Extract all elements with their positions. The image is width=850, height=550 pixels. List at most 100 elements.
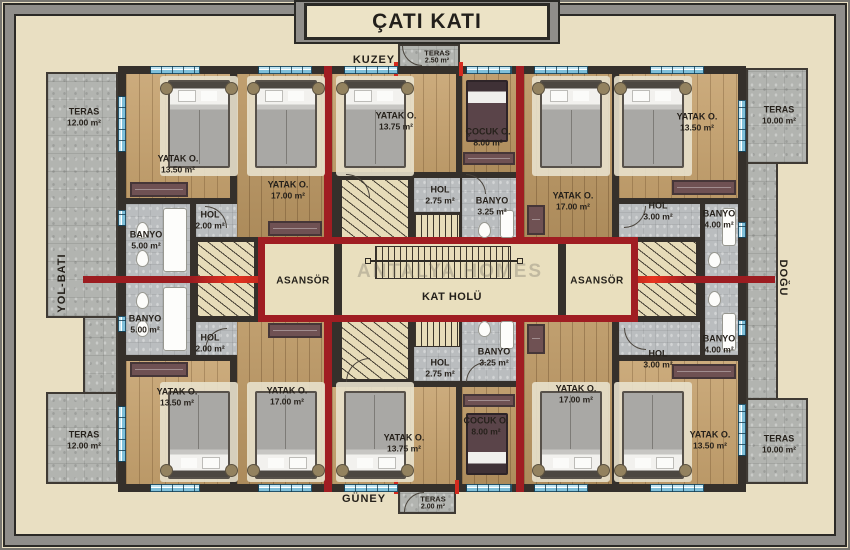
- room-floor-tc-hol: [414, 178, 460, 212]
- toilet: [708, 252, 721, 268]
- elevator-right-label: ASANSÖR: [570, 275, 624, 287]
- duplex-split-line-east: [634, 276, 775, 283]
- unit-divider-right-bottom: [516, 322, 524, 492]
- dresser: [463, 394, 515, 407]
- dresser: [268, 221, 322, 236]
- window-top-2: [258, 66, 312, 74]
- room-label-tl-bed2: YATAK O.17.00 m²: [267, 179, 309, 201]
- unit-divider-left-bottom: [324, 322, 332, 492]
- bidet: [136, 250, 149, 267]
- elevator-left-cab: [265, 244, 334, 315]
- window-bottom-4: [466, 484, 512, 492]
- unit-divider-right-top: [516, 66, 524, 237]
- room-label-tr-bed2: YATAK O.13.50 m²: [676, 111, 718, 133]
- room-floor-tl-hol: [196, 204, 237, 237]
- room-label-br-bed2: YATAK O.13.50 m²: [689, 429, 731, 451]
- dresser: [130, 362, 188, 377]
- toilet: [478, 321, 491, 337]
- window-bottom-1: [150, 484, 200, 492]
- window-top-5: [534, 66, 588, 74]
- toilet: [478, 222, 491, 238]
- room-label-bl-bed1: YATAK O.13.50 m²: [156, 386, 198, 408]
- window-top-3: [344, 66, 398, 74]
- duplex-split-line-west: [83, 276, 258, 283]
- window-right-4: [738, 404, 746, 456]
- shower: [163, 208, 187, 272]
- window-top-4: [466, 66, 512, 74]
- room-label-tl-bed1: YATAK O.13.50 m²: [157, 153, 199, 175]
- window-left-1: [118, 96, 126, 152]
- shower: [500, 321, 514, 349]
- room-label-br-bed1: YATAK O.17.00 m²: [555, 383, 597, 405]
- stairs-common: [375, 246, 511, 279]
- window-bottom-3: [344, 484, 398, 492]
- room-label-tr-bed1: YATAK O.17.00 m²: [552, 190, 594, 212]
- room-label-bc-bed: YATAK O.13.75 m²: [383, 432, 425, 454]
- window-bottom-6: [650, 484, 704, 492]
- bidet: [136, 292, 149, 309]
- room-label-bc-cocuk: ÇOCUK O.8.00 m²: [463, 415, 509, 437]
- watermark: ANTALYA HOMES: [356, 261, 544, 282]
- window-left-3: [118, 316, 126, 332]
- bed-tl-2: [247, 80, 325, 168]
- terrace-left-bottom: [46, 392, 118, 484]
- dresser: [672, 180, 736, 195]
- window-left-4: [118, 406, 126, 462]
- window-right-3: [738, 320, 746, 336]
- core-wall-right: [558, 244, 566, 315]
- red-tick-north-right: [459, 62, 463, 76]
- window-right-1: [738, 100, 746, 152]
- bed-tl-1: [160, 80, 238, 168]
- core-red-box: [258, 237, 638, 322]
- stairs-top-center-unit: [340, 178, 410, 240]
- unit-divider-left-top: [324, 66, 332, 237]
- shower: [722, 313, 736, 351]
- compass-east-label: DOĞU: [777, 259, 789, 297]
- window-right-2: [738, 222, 746, 238]
- compass-south-label: GÜNEY: [341, 493, 387, 505]
- dresser: [672, 364, 736, 379]
- window-top-6: [650, 66, 704, 74]
- bed-tc-child: [466, 80, 508, 142]
- rail-post-left: [365, 258, 371, 264]
- stairs-common-rail: [368, 260, 520, 262]
- terrace-left-strip: [83, 316, 118, 394]
- room-label-tc-bed: YATAK O.13.75 m²: [375, 110, 417, 132]
- room-label-bl-bed2: YATAK O.17.00 m²: [266, 385, 308, 407]
- floor-hall-label: KAT HOLÜ: [421, 291, 483, 303]
- bed-tr-2: [614, 80, 692, 168]
- bed-tc: [336, 80, 414, 168]
- toilet: [708, 291, 721, 307]
- window-bottom-5: [534, 484, 588, 492]
- stairs-top-center-run: [414, 214, 460, 240]
- rail-post-right: [517, 258, 523, 264]
- window-bottom-2: [258, 484, 312, 492]
- elevator-left-label: ASANSÖR: [276, 275, 330, 287]
- compass-west-label: YOL-BATI: [56, 253, 68, 313]
- stairs-bottom-center-run: [414, 319, 460, 347]
- closet: [527, 205, 545, 235]
- bed-br-2: [614, 391, 692, 479]
- room-label-tc-cocuk: ÇOCUK O.8.00 m²: [465, 126, 511, 148]
- dresser: [130, 182, 188, 197]
- terrace-south: [398, 488, 456, 514]
- terrace-right-top: [746, 68, 808, 164]
- room-floor-bl-hol: [196, 322, 237, 355]
- shower: [163, 287, 187, 351]
